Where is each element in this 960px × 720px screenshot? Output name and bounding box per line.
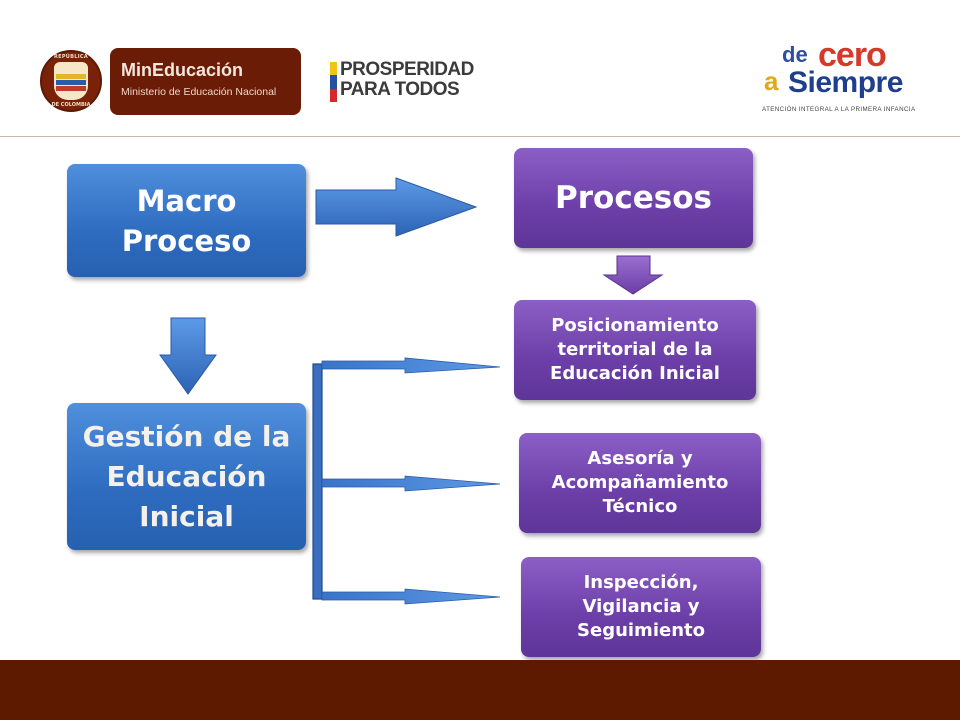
arrow-to-item-1 bbox=[321, 357, 501, 374]
arrow-macro-to-gestion bbox=[159, 317, 217, 395]
colombia-seal-logo: REPÚBLICA DE COLOMBIA bbox=[40, 50, 102, 112]
arrow-to-item-3 bbox=[321, 588, 501, 605]
cero-logo-a: a bbox=[764, 66, 779, 96]
process-label-2: Asesoría y Acompañamiento Técnico bbox=[551, 448, 729, 517]
cero-logo-siempre: Siempre bbox=[788, 66, 903, 99]
seal-text-bottom: DE COLOMBIA bbox=[51, 102, 91, 108]
mineducacion-logo: MinEducación Ministerio de Educación Nac… bbox=[110, 48, 301, 115]
procesos-label: Procesos bbox=[555, 180, 712, 216]
bracket-vertical-bar bbox=[312, 363, 323, 600]
prosperidad-line2: PARA TODOS bbox=[340, 79, 460, 100]
de-cero-a-siempre-logo: de cero a Siempre ATENCIÓN INTEGRAL A LA… bbox=[756, 36, 932, 116]
cero-logo-cero: cero bbox=[818, 36, 887, 74]
gestion-educacion-inicial-box: Gestión de la Educación Inicial bbox=[67, 403, 306, 550]
process-label-3: Inspección, Vigilancia y Seguimiento bbox=[577, 572, 705, 641]
prosperidad-line1: PROSPERIDAD bbox=[340, 59, 474, 80]
process-box-posicionamiento: Posicionamiento territorial de la Educac… bbox=[514, 300, 756, 400]
process-label-1: Posicionamiento territorial de la Educac… bbox=[550, 315, 720, 384]
mineducacion-title: MinEducación bbox=[121, 60, 244, 80]
prosperidad-logo: PROSPERIDAD PARA TODOS bbox=[340, 60, 474, 100]
header-bar: REPÚBLICA DE COLOMBIA MinEducación Minis… bbox=[0, 0, 960, 137]
procesos-box: Procesos bbox=[514, 148, 753, 248]
footer-bar bbox=[0, 660, 960, 720]
arrow-procesos-to-items bbox=[602, 255, 664, 295]
macro-proceso-box: Macro Proceso bbox=[67, 164, 306, 277]
process-box-asesoria: Asesoría y Acompañamiento Técnico bbox=[519, 433, 761, 533]
macro-proceso-label: Macro Proceso bbox=[121, 183, 252, 258]
process-box-inspeccion: Inspección, Vigilancia y Seguimiento bbox=[521, 557, 761, 657]
header-divider bbox=[0, 136, 960, 137]
colombia-flag-icon bbox=[330, 62, 337, 102]
arrow-to-item-2 bbox=[321, 475, 501, 492]
seal-text-top: REPÚBLICA bbox=[53, 54, 89, 60]
gestion-label: Gestión de la Educación Inicial bbox=[82, 419, 291, 533]
cero-logo-tagline: ATENCIÓN INTEGRAL A LA PRIMERA INFANCIA bbox=[762, 106, 916, 113]
cero-logo-de: de bbox=[782, 42, 808, 67]
mineducacion-subtitle: Ministerio de Educación Nacional bbox=[121, 86, 277, 98]
arrow-macro-to-procesos bbox=[315, 177, 478, 237]
